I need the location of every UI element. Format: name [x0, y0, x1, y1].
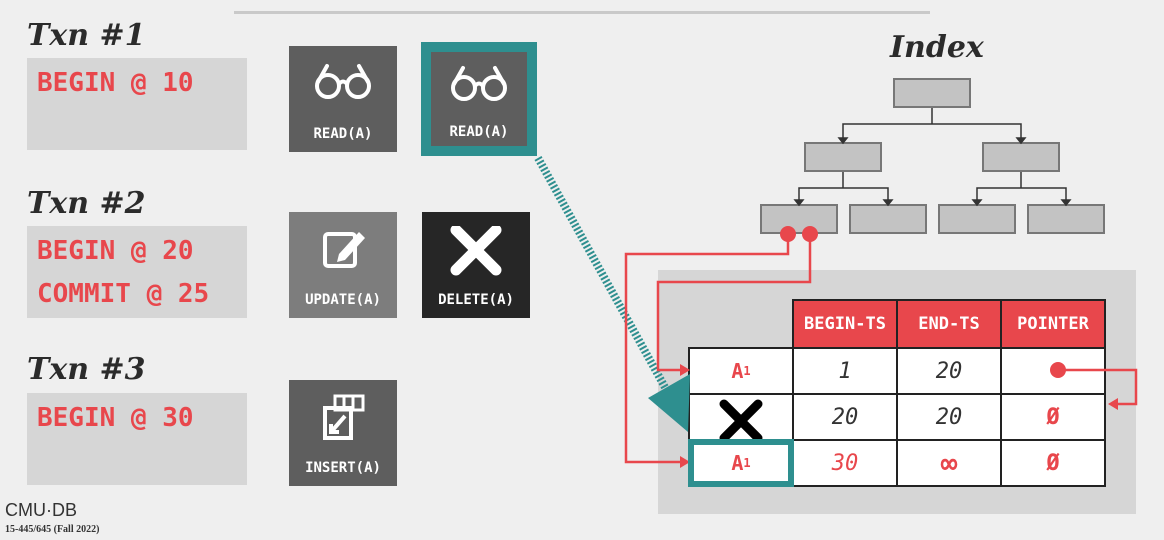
- delete-op: DELETE(A): [422, 212, 530, 318]
- txn3-title: Txn #3: [27, 352, 146, 387]
- insert-op-label: INSERT(A): [305, 460, 381, 476]
- read-op-2: READ(A): [431, 52, 527, 146]
- read-op-2-label: READ(A): [449, 124, 509, 140]
- end-ts-cell: 20: [896, 393, 1002, 441]
- read-op-1-label: READ(A): [313, 126, 373, 142]
- index-inner-node-right: [982, 142, 1060, 172]
- glasses-icon: [315, 64, 371, 99]
- index-leaf-node: [760, 204, 838, 234]
- update-op-label: UPDATE(A): [305, 292, 381, 308]
- begin-ts-cell: 1: [792, 347, 898, 395]
- txn1-begin: BEGIN @ 10: [37, 68, 194, 98]
- index-inner-node-left: [804, 142, 882, 172]
- delete-op-label: DELETE(A): [438, 292, 514, 308]
- version-cell-deleted: [688, 393, 794, 441]
- end-ts-cell: 20: [896, 347, 1002, 395]
- pointer-cell: Ø: [1000, 393, 1106, 441]
- index-title: Index: [890, 30, 984, 65]
- index-leaf-node: [938, 204, 1016, 234]
- read-op-1: READ(A): [289, 46, 397, 152]
- update-op: UPDATE(A): [289, 212, 397, 318]
- teal-read-link: [534, 156, 676, 402]
- txn1-title: Txn #1: [27, 18, 146, 53]
- txn3-box: BEGIN @ 30: [27, 393, 247, 485]
- pointer-cell: [1000, 347, 1106, 395]
- begin-ts-cell: 30: [792, 439, 898, 487]
- txn2-commit: COMMIT @ 25: [37, 279, 210, 309]
- course-label: 15-445/645 (Fall 2022): [5, 524, 100, 535]
- txn2-title: Txn #2: [27, 186, 146, 221]
- txn3-begin: BEGIN @ 30: [37, 403, 194, 433]
- header-end-ts: END-TS: [896, 299, 1002, 349]
- index-leaf-node: [1027, 204, 1105, 234]
- header-pointer: POINTER: [1000, 299, 1106, 349]
- txn2-begin: BEGIN @ 20: [37, 236, 194, 266]
- cmu-db-logo: CMU·DB: [5, 500, 77, 520]
- header-begin-ts: BEGIN-TS: [792, 299, 898, 349]
- txn1-box: BEGIN @ 10: [27, 58, 247, 150]
- begin-ts-cell: 20: [792, 393, 898, 441]
- end-ts-cell: ∞: [896, 439, 1002, 487]
- insert-icon: [323, 394, 365, 440]
- pointer-cell: Ø: [1000, 439, 1106, 487]
- insert-op: INSERT(A): [289, 380, 397, 486]
- edit-icon: [323, 232, 365, 268]
- txn2-box: BEGIN @ 20 COMMIT @ 25: [27, 226, 247, 318]
- glasses-icon: [451, 66, 507, 101]
- x-icon: [450, 226, 502, 276]
- index-leaf-node: [849, 204, 927, 234]
- top-divider: [234, 11, 930, 14]
- index-root-node: [893, 78, 971, 108]
